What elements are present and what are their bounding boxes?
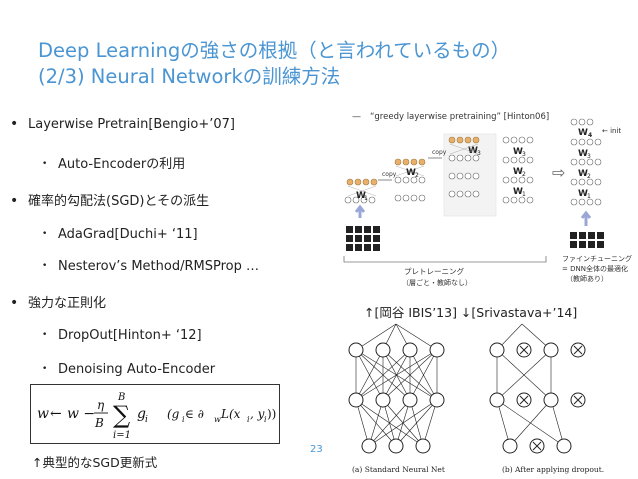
label-w1-a: W [356, 191, 366, 201]
bullet-text: Layerwise Pretrain[Bengio+’07] [28, 117, 236, 132]
label-w1-b: W [513, 187, 523, 197]
formula-w: w [37, 406, 49, 422]
bullet-item: •Layerwise Pretrain[Bengio+’07] [10, 116, 236, 132]
formula-eta: η [97, 398, 105, 412]
label-w2-b-sub: 2 [522, 171, 526, 178]
sub-bullet-text: Auto-Encoderの利用 [58, 157, 186, 172]
label-w3-c-sub: 3 [587, 153, 591, 160]
formula-arrow: ← [50, 406, 62, 422]
label-w2-c: W [578, 169, 588, 179]
formula-cond-w: w [214, 415, 221, 424]
bullet-item: •確率的勾配法(SGD)とその派生 [10, 193, 210, 209]
formula-cond-yi: i [264, 415, 267, 424]
slide-title: Deep Learningの強さの根拠（と言われているもの） (2/3) Neu… [38, 38, 628, 90]
label-w1-c: W [578, 189, 588, 199]
label-w1-c-sub: 1 [587, 193, 591, 200]
stage-1-network: W 1 [344, 178, 378, 218]
dropout-figure: (a) Standard Neural Net (b) After applyi… [348, 323, 604, 474]
label-w2-a: W [406, 168, 416, 178]
pretrain-bracket [343, 256, 547, 263]
label-w3-a: W [468, 146, 478, 156]
pretrain-label: プレトレーニング [404, 266, 464, 276]
sub-bullet-item: •AdaGrad[Duchi+ ‘11] [42, 227, 198, 242]
label-w2-b: W [513, 167, 523, 177]
formula-cond-rest: ∈ ∂ [185, 407, 204, 421]
pretrain-heading: “greedy layerwise pretraining” [Hinton06… [370, 112, 549, 122]
formula-g: g [137, 406, 146, 422]
bullet-text: 強力な正則化 [28, 296, 107, 311]
standard-net-nodes [348, 342, 445, 454]
input-digit-grid [346, 226, 380, 251]
sub-bullet-text: Nesterov’s Method/RMSProp … [58, 259, 259, 274]
formula-batch: B [94, 416, 104, 430]
pretrain-heading-dash: — [352, 112, 361, 122]
init-label: ← init [602, 127, 621, 135]
label-w3-a-sub: 3 [477, 150, 481, 157]
label-w2-a-sub: 2 [415, 172, 419, 179]
pretrain-figure: — “greedy layerwise pretraining” [Hinton… [343, 112, 632, 287]
sub-bullet-text: Denoising Auto-Encoder [58, 362, 216, 377]
sub-bullet-item: •Denoising Auto-Encoder [42, 362, 216, 377]
formula-cond-end: )) [267, 407, 276, 421]
sub-bullet-item: •Auto-Encoderの利用 [42, 157, 186, 172]
label-w3-b: W [513, 147, 523, 157]
formula-cond: (g [167, 407, 180, 421]
finetune-note: （教師あり） [566, 274, 608, 283]
formula-g-sub: i [145, 415, 148, 425]
sub-bullet-text: DropOut[Hinton+ ‘12] [58, 328, 202, 343]
copy-label-2: copy [432, 149, 447, 156]
standard-net-edges [355, 323, 438, 447]
finetune-label: ファインチューニング [562, 254, 632, 263]
formula-cond-tail: L(x [220, 407, 241, 421]
finetune-sublabel: = DNN全体の最適化 [562, 264, 628, 273]
finetune-digit-grid [570, 232, 604, 248]
sgd-formula: w ← w − η B ∑ B i=1 g i (g i ∈ ∂ w L(x i [37, 392, 276, 441]
dropout-net-label: (b) After applying dropout. [502, 465, 604, 474]
label-w1-a-sub: 1 [364, 195, 368, 202]
figure-caption: ↑[岡谷 IBIS’13] ↓[Srivastava+’14] [364, 305, 578, 320]
dropout-net-edges [496, 323, 565, 447]
label-w2-c-sub: 2 [587, 173, 591, 180]
label-w1-b-sub: 1 [522, 191, 526, 198]
formula-w-minus: w − [67, 406, 95, 422]
sgd-formula-box: w ← w − η B ∑ B i=1 g i (g i ∈ ∂ w L(x i [30, 384, 280, 444]
sub-bullet-item: •Nesterov’s Method/RMSProp … [42, 259, 259, 274]
formula-sum-top: B [117, 392, 125, 403]
dropout-net-nodes [489, 342, 586, 454]
label-w3-b-sub: 3 [522, 151, 526, 158]
double-arrow-icon: ⇨ [552, 163, 565, 182]
bullet-text: 確率的勾配法(SGD)とその派生 [28, 194, 210, 209]
page-number: 23 [310, 444, 323, 455]
stacked-network: W 3 W 2 W 1 [502, 136, 534, 204]
dropped-unit-marks [519, 345, 583, 451]
formula-cond-y: , y [250, 407, 265, 421]
label-w3-c: W [578, 149, 588, 159]
bullet-item: •強力な正則化 [10, 295, 107, 311]
stage-3-network: W 3 [443, 133, 497, 217]
title-line-2: (2/3) Neural Networkの訓練方法 [38, 65, 341, 88]
standard-net-label: (a) Standard Neural Net [352, 465, 445, 474]
sub-bullet-text: AdaGrad[Duchi+ ‘11] [58, 227, 198, 242]
sub-bullet-item: •DropOut[Hinton+ ‘12] [42, 328, 202, 343]
formula-sum-bottom: i=1 [113, 430, 131, 441]
label-w4-init: W4 [578, 128, 592, 139]
stage-2-network: W 2 [394, 158, 426, 202]
formula-sum-sign: ∑ [113, 401, 130, 429]
formula-cond-sub: i [182, 415, 185, 424]
finetune-network: W4 ← init W 3 W 2 W 1 [570, 118, 621, 226]
formula-cond-xi: i [247, 415, 250, 424]
title-line-1: Deep Learningの強さの根拠（と言われているもの） [38, 39, 511, 62]
copy-label-1: copy [382, 171, 397, 178]
formula-caption: ↑典型的なSGD更新式 [32, 455, 158, 470]
pretrain-sublabel: （層ごと・教師なし） [402, 278, 472, 287]
